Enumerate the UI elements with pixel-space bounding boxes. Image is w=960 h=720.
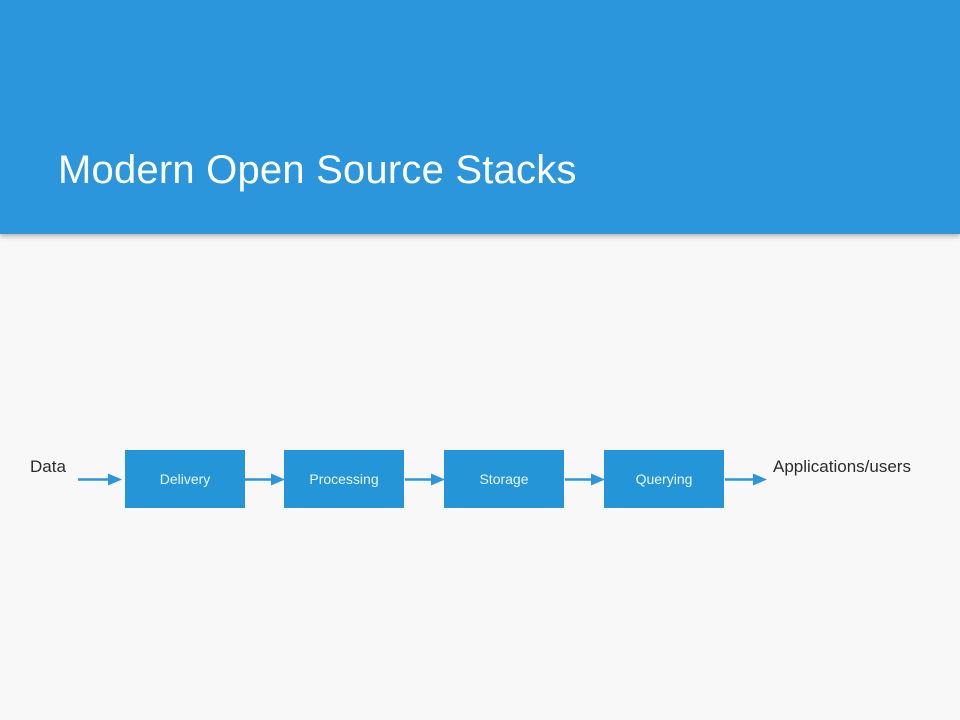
pipeline-stage-delivery[interactable]: Delivery — [125, 450, 245, 508]
pipeline-stage-storage[interactable]: Storage — [444, 450, 564, 508]
pipeline-stage-label: Querying — [635, 470, 693, 487]
arrow-right-icon — [725, 470, 767, 489]
pipeline-stage-label: Storage — [479, 470, 529, 487]
pipeline-diagram: Data Delivery Processin — [0, 234, 960, 720]
slide-body: Data Delivery Processin — [0, 234, 960, 720]
page-title: Modern Open Source Stacks — [58, 148, 577, 192]
pipeline-stage-querying[interactable]: Querying — [604, 450, 724, 508]
arrow-right-icon — [565, 470, 605, 489]
arrow-right-icon — [78, 470, 122, 489]
pipeline-stage-label: Delivery — [159, 470, 211, 487]
diagram-input-label: Data — [30, 457, 66, 476]
arrow-right-icon — [245, 470, 285, 489]
arrow-right-icon — [405, 470, 445, 489]
slide-header-banner: Modern Open Source Stacks — [0, 0, 960, 234]
pipeline-stage-label: Processing — [309, 470, 379, 487]
diagram-output-label: Applications/users — [773, 457, 911, 476]
pipeline-stage-processing[interactable]: Processing — [284, 450, 404, 508]
